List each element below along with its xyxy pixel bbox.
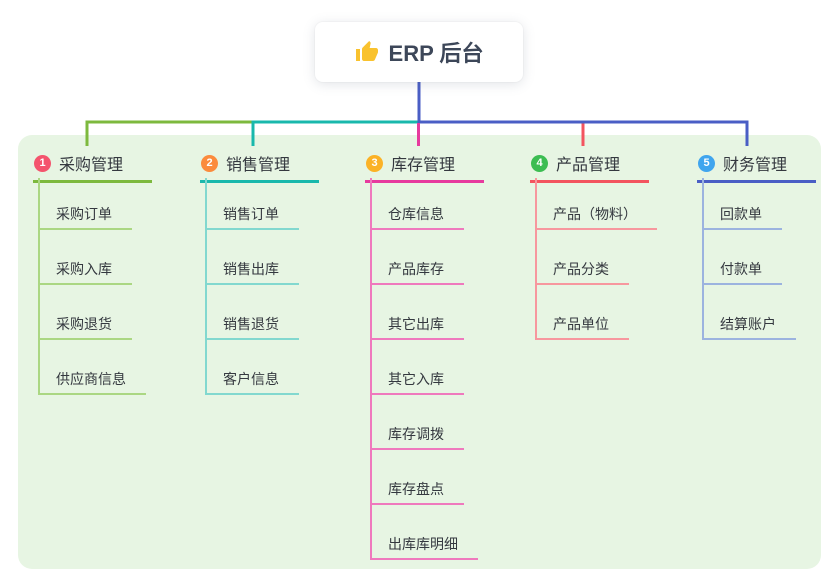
child-node[interactable]: 产品库存 <box>370 259 464 285</box>
child-node[interactable]: 销售订单 <box>205 204 299 230</box>
branch-label: 产品管理 <box>556 157 621 174</box>
child-node[interactable]: 付款单 <box>702 259 782 285</box>
child-node[interactable]: 销售退货 <box>205 314 299 340</box>
branch-spine <box>205 178 207 395</box>
child-node[interactable]: 回款单 <box>702 204 782 230</box>
child-node[interactable]: 仓库信息 <box>370 204 464 230</box>
branch-number-badge: 2 <box>201 154 218 172</box>
branch-header-3[interactable]: 3 库存管理 <box>365 151 484 183</box>
branch-spine <box>702 178 704 340</box>
child-node[interactable]: 其它入库 <box>370 369 464 395</box>
child-node[interactable]: 采购入库 <box>38 259 132 285</box>
child-node[interactable]: 出库库明细 <box>370 534 478 560</box>
child-node[interactable]: 产品单位 <box>535 314 629 340</box>
branch-spine <box>535 178 537 340</box>
branch-spine <box>370 178 372 560</box>
branch-label: 销售管理 <box>226 157 291 174</box>
branch-header-5[interactable]: 5 财务管理 <box>697 151 816 183</box>
root-node-label: ERP 后台 <box>388 41 484 66</box>
branch-header-4[interactable]: 4 产品管理 <box>530 151 649 183</box>
branch-number-badge: 5 <box>698 154 715 172</box>
branch-number-badge: 3 <box>366 154 383 172</box>
branch-number-badge: 4 <box>531 154 548 172</box>
thumbs-up-icon <box>355 40 379 64</box>
child-node[interactable]: 采购退货 <box>38 314 132 340</box>
branch-label: 财务管理 <box>723 157 788 174</box>
child-node[interactable]: 其它出库 <box>370 314 464 340</box>
child-node[interactable]: 结算账户 <box>702 314 796 340</box>
child-node[interactable]: 产品分类 <box>535 259 629 285</box>
child-node[interactable]: 销售出库 <box>205 259 299 285</box>
branch-header-1[interactable]: 1 采购管理 <box>33 151 152 183</box>
child-node[interactable]: 客户信息 <box>205 369 299 395</box>
mindmap-panel <box>18 135 821 569</box>
branch-label: 库存管理 <box>391 157 456 174</box>
child-node[interactable]: 供应商信息 <box>38 369 146 395</box>
child-node[interactable]: 库存盘点 <box>370 479 464 505</box>
branch-header-2[interactable]: 2 销售管理 <box>200 151 319 183</box>
child-node[interactable]: 库存调拨 <box>370 424 464 450</box>
root-node[interactable]: ERP 后台 <box>315 22 523 82</box>
child-node[interactable]: 采购订单 <box>38 204 132 230</box>
branch-number-badge: 1 <box>34 154 51 172</box>
branch-label: 采购管理 <box>59 157 124 174</box>
child-node[interactable]: 产品（物料） <box>535 204 657 230</box>
branch-spine <box>38 178 40 395</box>
